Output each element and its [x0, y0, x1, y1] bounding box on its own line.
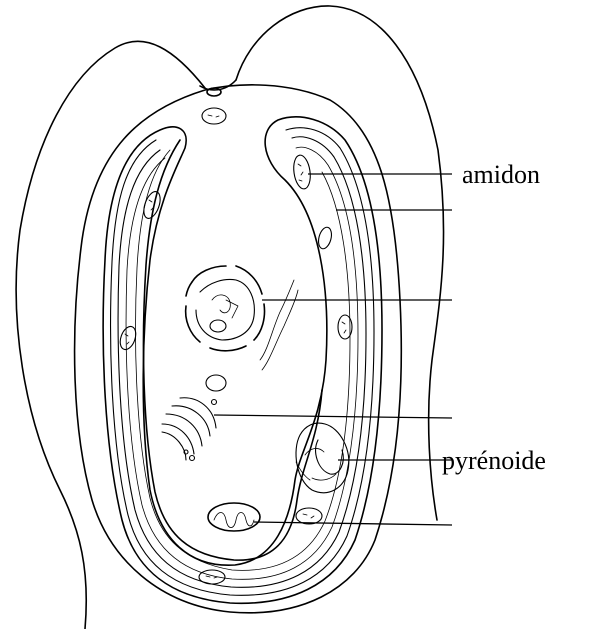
nucleolus — [210, 320, 226, 332]
mitochondrion — [208, 503, 260, 531]
starch-grain — [292, 154, 313, 190]
pyrenoid — [296, 423, 349, 493]
label-amidon: amidon — [462, 160, 540, 189]
label-pyrenoide: pyrénoide — [442, 446, 546, 475]
leader-line-golgi — [214, 415, 452, 418]
cytoplasm-strand — [260, 280, 298, 370]
vesicle — [206, 375, 226, 391]
cell-wall-outer — [16, 6, 443, 629]
starch-grain — [202, 108, 226, 124]
starch-grain — [296, 508, 322, 524]
starch-grain — [199, 570, 225, 584]
chloroplast-lamella-4 — [136, 150, 350, 570]
golgi-apparatus — [162, 398, 217, 461]
chloroplast-lamella-3 — [126, 147, 358, 579]
chloroplast-lamella-2 — [118, 137, 366, 587]
nucleus — [186, 266, 265, 351]
chloroplast-lamella-1 — [111, 128, 374, 596]
starch-grain — [316, 226, 333, 250]
